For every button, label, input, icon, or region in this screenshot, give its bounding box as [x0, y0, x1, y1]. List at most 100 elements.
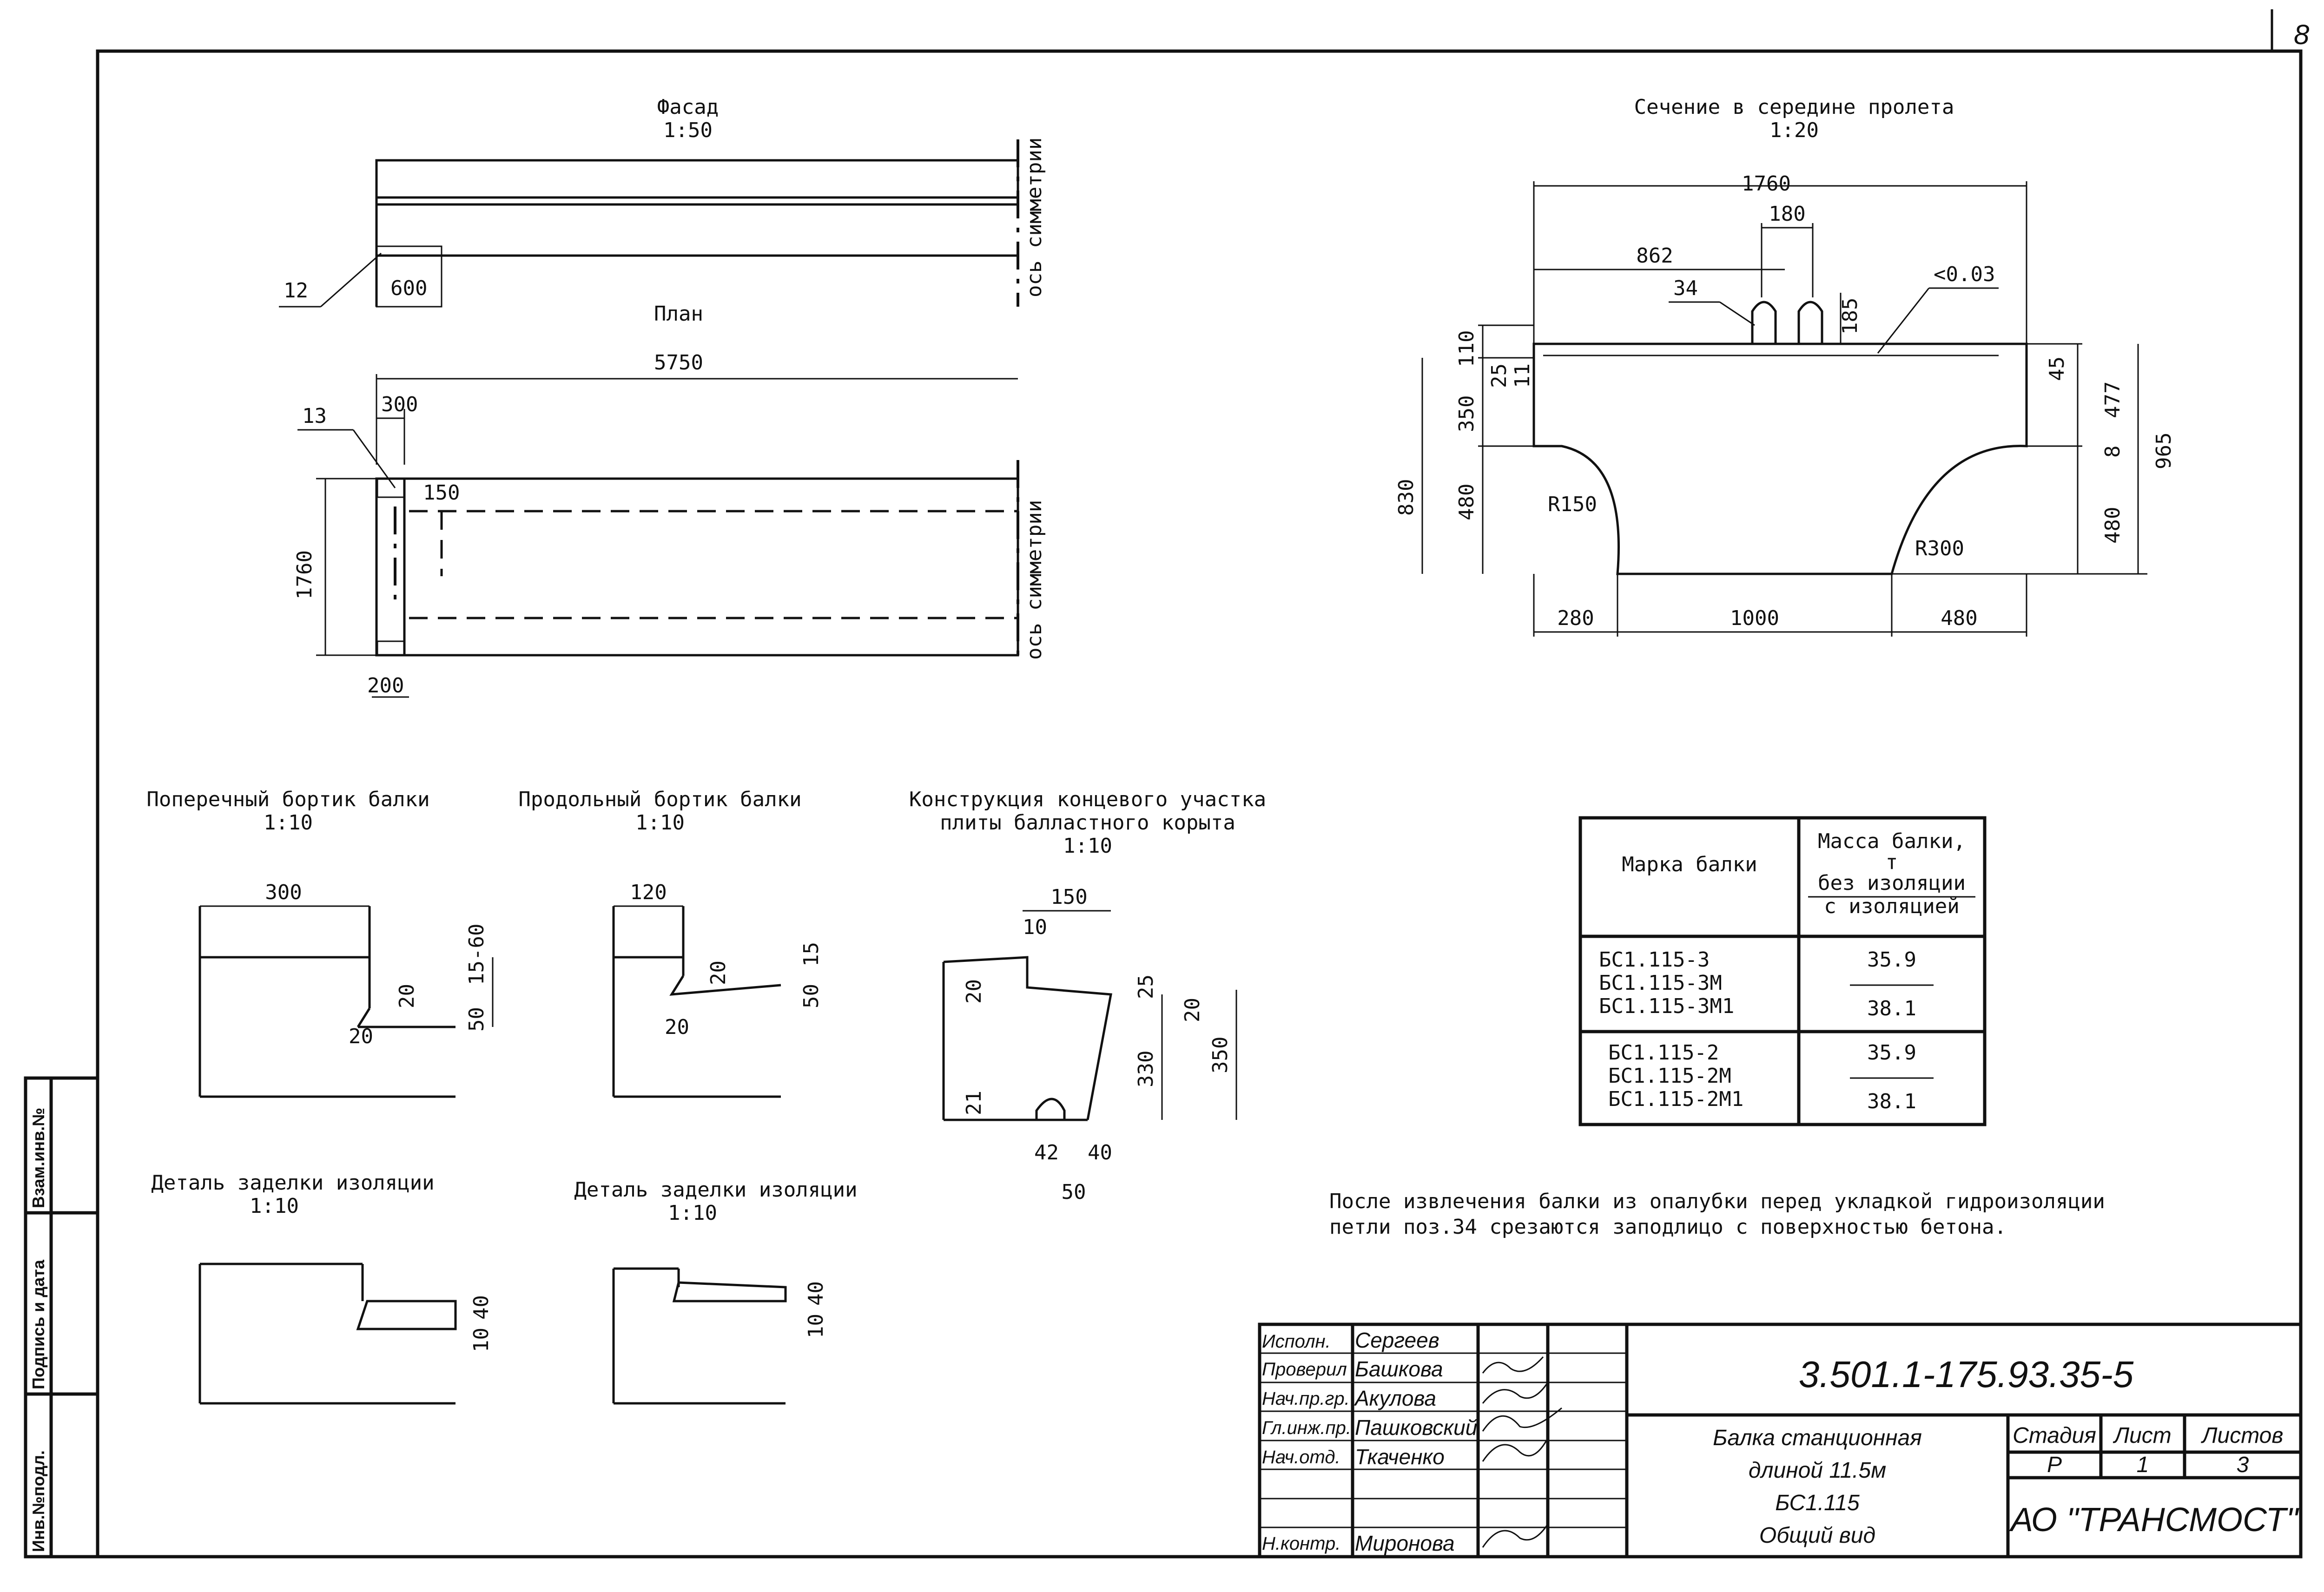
tb-role-1: Исполн. — [1262, 1331, 1331, 1352]
cross-edge-dim-300: 300 — [265, 881, 302, 904]
section-dim-110: 110 — [1455, 330, 1479, 367]
long-edge-title: Продольный бортик балки — [518, 788, 801, 811]
facade-title: Фасад — [657, 95, 719, 119]
section-pos-34: 34 — [1673, 276, 1698, 300]
side-stamp-replace: Взам.инв.№ — [29, 1108, 48, 1208]
plan-outline — [375, 477, 1019, 657]
facade-view: Фасад 1:50 600 12 ось симметрии — [279, 95, 1046, 308]
insulation-1-dim-10: 10 — [469, 1328, 493, 1352]
long-edge-scale: 1:10 — [635, 811, 685, 835]
tb-role-4: Гл.инж.пр. — [1262, 1418, 1351, 1438]
tb-sheets: 3 — [2237, 1453, 2249, 1477]
general-note: После извлечения балки из опалубки перед… — [1329, 1190, 2105, 1239]
section-dim-477: 477 — [2101, 382, 2125, 418]
section-dim-965: 965 — [2152, 433, 2176, 469]
tb-name-2: Башкова — [1355, 1357, 1443, 1381]
section-slope: <0.03 — [1934, 263, 1995, 286]
tb-name-8: Миронова — [1355, 1531, 1455, 1555]
end-section-detail: Конструкция концевого участка плиты балл… — [909, 788, 1266, 1204]
section-dim-1000: 1000 — [1730, 606, 1779, 630]
section-dim-862: 862 — [1636, 244, 1673, 268]
mass-g1-mark-3: БС1.115-3М1 — [1599, 994, 1734, 1018]
mass-g1-without: 35.9 — [1867, 948, 1916, 972]
plan-dim-1760: 1760 — [293, 550, 317, 599]
insulation-2-dim-10: 10 — [804, 1314, 828, 1338]
section-dim-830: 830 — [1394, 479, 1418, 516]
cross-edge-scale: 1:10 — [264, 811, 313, 835]
facade-scale: 1:50 — [663, 118, 713, 142]
mass-g2-without: 35.9 — [1867, 1041, 1916, 1065]
tb-doc-code: 3.501.1-175.93.35-5 — [1799, 1354, 2134, 1395]
section-dim-185: 185 — [1838, 298, 1862, 335]
tb-name-3: Акулова — [1353, 1386, 1436, 1410]
plan-dim-150: 150 — [423, 481, 460, 505]
end-section-dim-40: 40 — [1088, 1141, 1112, 1164]
section-dim-350: 350 — [1455, 395, 1479, 432]
mass-g2-mark-3: БС1.115-2М1 — [1608, 1087, 1743, 1111]
insulation-detail-1: Деталь заделки изоляции 1:10 40 10 — [151, 1171, 493, 1405]
long-edge-detail: Продольный бортик балки 1:10 120 20 15 5… — [518, 788, 823, 1098]
insulation-detail-2: Деталь заделки изоляции 1:10 40 10 — [574, 1178, 858, 1405]
section-dim-180: 180 — [1769, 202, 1805, 226]
tb-sheet-label: Лист — [2113, 1423, 2172, 1448]
section-dim-480-right: 480 — [2101, 507, 2125, 544]
end-section-dim-20b: 20 — [1181, 998, 1204, 1022]
end-section-dim-42: 42 — [1034, 1141, 1059, 1164]
cross-edge-dim-20: 20 — [395, 984, 419, 1008]
section-r300: R300 — [1915, 537, 1964, 560]
tb-sheet: 1 — [2137, 1453, 2149, 1477]
end-section-title-1: Конструкция концевого участка — [909, 788, 1266, 811]
tb-role-2: Проверил — [1262, 1359, 1347, 1380]
note-line-1: После извлечения балки из опалубки перед… — [1329, 1190, 2105, 1213]
page-number: 8 — [2294, 19, 2310, 50]
end-section-dim-21: 21 — [962, 1091, 986, 1115]
tb-company: АО "ТРАНСМОСТ" — [2009, 1501, 2300, 1539]
section-dim-1760: 1760 — [1742, 172, 1791, 196]
mass-g1-with: 38.1 — [1867, 997, 1916, 1020]
long-edge-dim-20b: 20 — [665, 1015, 689, 1039]
section-dim-45: 45 — [2045, 356, 2069, 381]
plan-view: План 5750 300 150 1760 200 13 ось симмет… — [293, 302, 1046, 698]
mid-span-section: Сечение в середине пролета 1:20 1760 180… — [1394, 95, 2176, 637]
end-section-dim-10: 10 — [1023, 915, 1047, 939]
section-title: Сечение в середине пролета — [1634, 95, 1954, 119]
tb-stage: Р — [2047, 1453, 2062, 1477]
insulation-2-title: Деталь заделки изоляции — [574, 1178, 857, 1202]
insulation-1-title: Деталь заделки изоляции — [151, 1171, 434, 1195]
cross-edge-dim-50: 50 — [465, 1007, 489, 1032]
plan-dim-300: 300 — [381, 393, 418, 416]
tb-name-4: Пашковский — [1355, 1415, 1477, 1440]
title-block: Исполн. Сергеев Проверил Башкова Нач.пр.… — [1258, 1322, 2303, 1559]
mass-col2-header-1: Масса балки, — [1818, 829, 1966, 853]
note-line-2: петли поз.34 срезаются заподлицо с повер… — [1329, 1215, 2007, 1239]
end-section-dim-150: 150 — [1050, 885, 1087, 909]
insulation-2-dim-40: 40 — [804, 1281, 828, 1306]
plan-dim-5750: 5750 — [654, 351, 703, 375]
section-dim-480-left: 480 — [1455, 484, 1479, 520]
end-section-dim-50: 50 — [1062, 1180, 1086, 1204]
facade-dim-600: 600 — [390, 276, 427, 300]
section-dim-8: 8 — [2101, 446, 2125, 458]
section-dim-480-bottom: 480 — [1941, 606, 1977, 630]
cross-edge-dim-15-60: 15-60 — [465, 924, 489, 985]
long-edge-dim-50: 50 — [799, 984, 823, 1008]
tb-stage-label: Стадия — [2013, 1423, 2096, 1448]
tb-role-8: Н.контр. — [1262, 1533, 1340, 1554]
insulation-1-scale: 1:10 — [250, 1194, 299, 1218]
end-section-dim-25: 25 — [1134, 974, 1158, 999]
end-section-dim-350: 350 — [1208, 1037, 1232, 1073]
mass-g2-mark-1: БС1.115-2 — [1608, 1041, 1719, 1065]
facade-axis-label: ось симметрии — [1023, 138, 1046, 297]
plan-title: План — [654, 302, 703, 326]
mass-g2-with: 38.1 — [1867, 1090, 1916, 1113]
end-section-title-2: плиты балластного корыта — [940, 811, 1235, 835]
mass-g1-mark-1: БС1.115-3 — [1599, 948, 1710, 972]
tb-role-3: Нач.пр.гр. — [1262, 1388, 1350, 1409]
mass-col1-header: Марка балки — [1622, 853, 1757, 876]
mass-col2-header-3: без изоляции — [1818, 871, 1966, 895]
section-dim-280: 280 — [1557, 606, 1594, 630]
plan-dim-200: 200 — [367, 674, 404, 697]
insulation-1-dim-40: 40 — [469, 1295, 493, 1320]
plan-pos-13: 13 — [302, 404, 327, 428]
mass-g2-mark-2: БС1.115-2М — [1608, 1064, 1731, 1088]
